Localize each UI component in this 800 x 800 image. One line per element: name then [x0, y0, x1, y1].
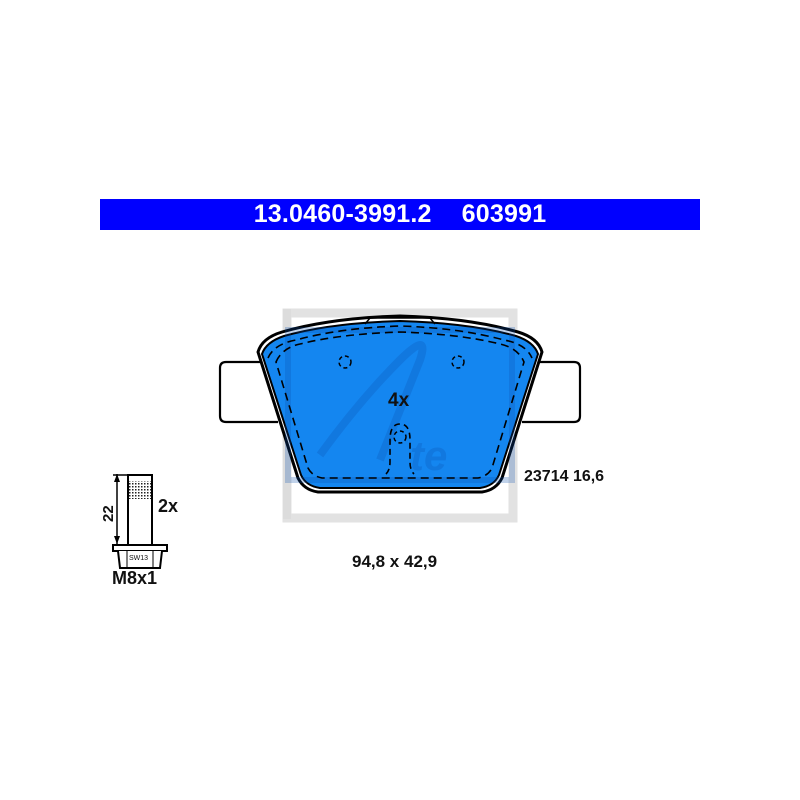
part-number: 13.0460-3991.2 — [253, 200, 432, 228]
backing-plate-right-ear — [522, 360, 582, 424]
pin-hole-left — [338, 355, 352, 369]
svg-text:te: te — [410, 432, 447, 479]
bolt-length: 22 — [100, 505, 117, 522]
bolt-quantity: 2x — [158, 496, 179, 516]
alt-part-number: 603991 — [461, 200, 547, 228]
bolt-icon — [112, 474, 168, 569]
friction-material — [260, 319, 540, 489]
pad-quantity: 4x — [388, 390, 410, 411]
center-pin-hole — [393, 430, 407, 444]
pin-hole-right — [451, 355, 465, 369]
bolt-wrench-size: SW13 — [129, 555, 149, 562]
bolt-thread: M8x1 — [112, 568, 158, 588]
backing-plate-left-ear — [218, 360, 278, 424]
wva-thickness: 23714 16,6 — [524, 468, 605, 485]
part-number-header: 13.0460-3991.2 603991 — [100, 199, 700, 230]
pad-dimensions: 94,8 x 42,9 — [352, 552, 438, 571]
